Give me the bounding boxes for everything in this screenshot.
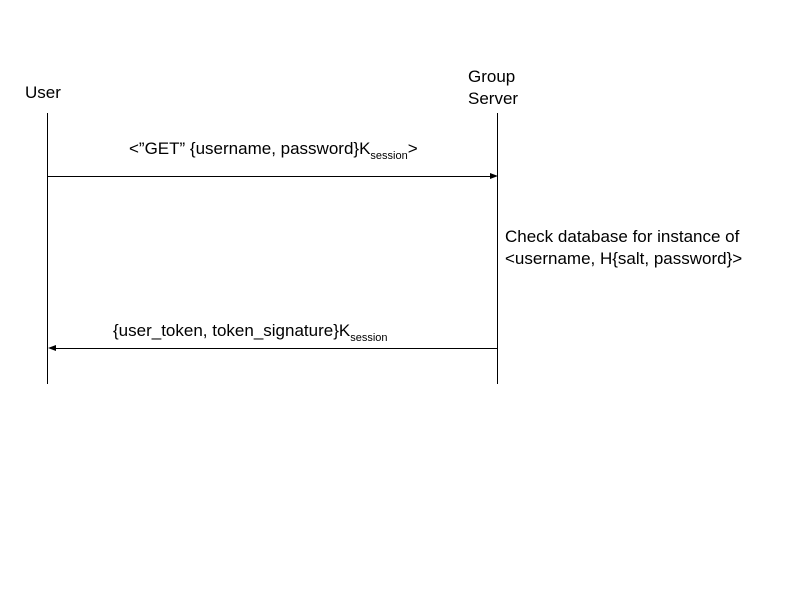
request-message-suffix: >: [407, 139, 418, 158]
response-arrow-line: [55, 348, 497, 349]
user-lifeline: [47, 113, 48, 384]
request-message-text: <”GET” {username, password}K: [129, 139, 371, 158]
request-message-subscript: session: [370, 150, 408, 162]
participant-group-server: Group Server: [468, 66, 518, 110]
request-message-label: <”GET” {username, password}Ksession>: [129, 138, 418, 162]
server-note: Check database for instance of <username…: [505, 226, 742, 270]
participant-group-server-line1: Group: [468, 67, 516, 86]
response-message-label: {user_token, token_signature}Ksession: [113, 320, 388, 344]
request-arrowhead-icon: [490, 173, 498, 179]
response-arrowhead-icon: [48, 345, 56, 351]
server-note-line1: Check database for instance of: [505, 227, 740, 246]
request-arrow-line: [47, 176, 491, 177]
server-lifeline: [497, 113, 498, 384]
participant-group-server-line2: Server: [468, 89, 519, 108]
response-message-subscript: session: [350, 332, 388, 344]
participant-user: User: [25, 83, 61, 102]
response-message-text: {user_token, token_signature}K: [113, 321, 351, 340]
server-note-line2: <username, H{salt, password}>: [505, 249, 743, 268]
